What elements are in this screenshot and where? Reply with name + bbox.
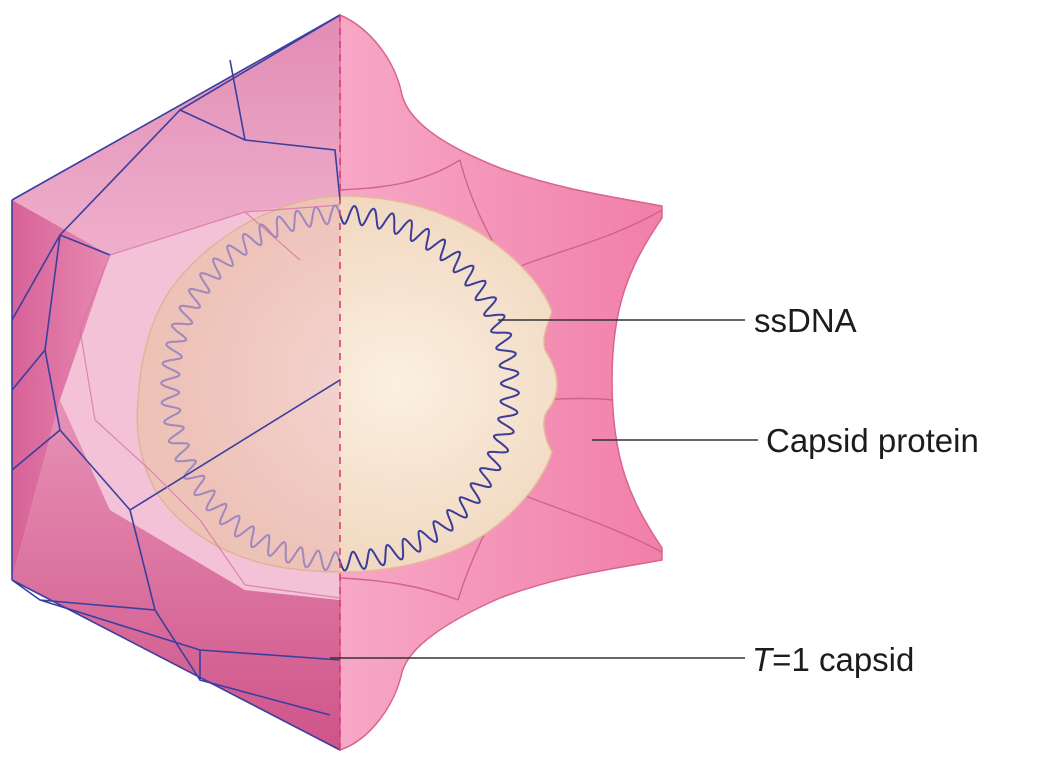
t1-capsid-label: T=1 capsid — [752, 643, 914, 676]
ssdna-label: ssDNA — [754, 304, 857, 337]
t1-capsid-label-rest: =1 capsid — [772, 641, 914, 678]
capsid-protein-label: Capsid protein — [766, 424, 979, 457]
t1-capsid-label-t: T — [752, 641, 772, 678]
